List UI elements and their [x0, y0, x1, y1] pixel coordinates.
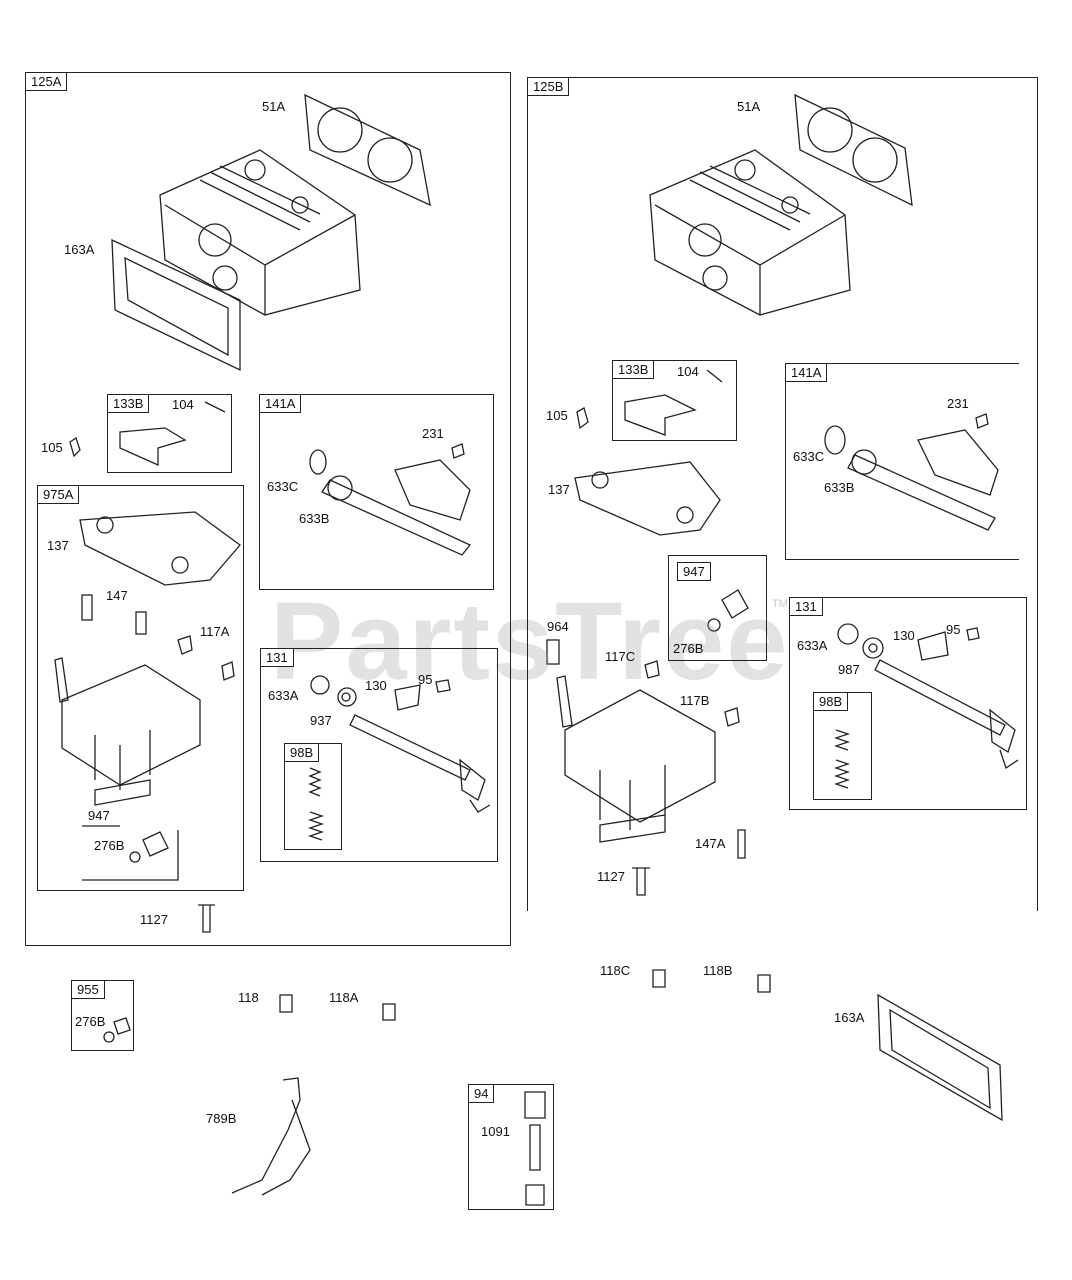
part-label-633c-right[interactable]: 633C	[793, 449, 825, 464]
box-131-right-title: 131	[790, 598, 823, 616]
part-label-231-right[interactable]: 231	[947, 396, 969, 411]
part-label-633b-left[interactable]: 633B	[299, 511, 330, 526]
part-label-633c-left[interactable]: 633C	[267, 479, 299, 494]
box-98b-right-title: 98B	[814, 693, 849, 711]
part-label-633b-right[interactable]: 633B	[824, 480, 855, 495]
box-131-right: 131	[789, 597, 1027, 810]
part-label-633a-left[interactable]: 633A	[268, 688, 299, 703]
part-label-789b[interactable]: 789B	[206, 1111, 237, 1126]
panel-125b-title: 125B	[528, 78, 570, 96]
part-label-105-right[interactable]: 105	[546, 408, 568, 423]
part-label-137-right[interactable]: 137	[548, 482, 570, 497]
box-94: 94	[468, 1084, 554, 1210]
box-133b-left-title: 133B	[108, 395, 150, 413]
part-label-118b[interactable]: 118B	[703, 963, 733, 978]
part-label-118[interactable]: 118	[238, 990, 259, 1005]
part-label-130-left[interactable]: 130	[365, 678, 387, 693]
box-133b-right-title: 133B	[613, 361, 655, 379]
box-955: 955	[71, 980, 134, 1051]
part-label-51a-left[interactable]: 51A	[262, 99, 286, 114]
carburetor-body-left-shape	[159, 149, 361, 316]
part-label-276b-left[interactable]: 276B	[94, 838, 125, 853]
box-955-title: 955	[72, 981, 105, 999]
part-label-118a[interactable]: 118A	[329, 990, 359, 1005]
part-label-117a-left[interactable]: 117A	[200, 624, 230, 639]
box-975a-title: 975A	[38, 486, 80, 504]
box-975a: 975A	[37, 485, 244, 891]
panel-125b: 125B	[527, 77, 1038, 911]
part-label-137-left[interactable]: 137	[47, 538, 69, 553]
panel-125a-title: 125A	[26, 73, 68, 91]
box-141a-left: 141A	[259, 394, 494, 590]
box-947-left-title: 947	[88, 808, 110, 823]
part-label-118c[interactable]: 118C	[600, 963, 631, 978]
part-label-147-left[interactable]: 147	[106, 588, 128, 603]
part-label-104-left[interactable]: 104	[172, 397, 194, 412]
part-label-1091[interactable]: 1091	[481, 1124, 510, 1139]
gasket-163a-left-shape	[111, 238, 241, 372]
part-label-937-left[interactable]: 937	[310, 713, 332, 728]
part-label-231-left[interactable]: 231	[422, 426, 444, 441]
part-label-1127-right[interactable]: 1127	[597, 869, 625, 884]
box-947-right: 947	[668, 555, 767, 661]
box-98b-left-title: 98B	[285, 744, 320, 762]
part-label-633a-right[interactable]: 633A	[797, 638, 828, 653]
part-label-147a[interactable]: 147A	[695, 836, 726, 851]
box-141a-right-title: 141A	[786, 364, 828, 382]
watermark-trademark: TM	[772, 598, 788, 610]
part-label-95-left[interactable]: 95	[418, 672, 433, 687]
box-947-right-title: 947	[677, 562, 711, 581]
box-133b-right: 133B	[612, 360, 737, 441]
box-141a-left-title: 141A	[260, 395, 302, 413]
box-141a-right: 141A	[785, 363, 1019, 560]
part-label-105-left[interactable]: 105	[41, 440, 63, 455]
gasket-51a-left-shape	[304, 93, 431, 207]
part-label-163a-left[interactable]: 163A	[64, 242, 95, 257]
part-label-117b[interactable]: 117B	[680, 693, 710, 708]
watermark: PartsTree	[270, 580, 790, 703]
part-label-276b-right[interactable]: 276B	[673, 641, 704, 656]
part-label-130-right[interactable]: 130	[893, 628, 915, 643]
panel-125a: 125A	[25, 72, 511, 946]
part-label-163a-bottom[interactable]: 163A	[834, 1010, 865, 1025]
box-98b-right: 98B	[813, 692, 872, 800]
part-label-987-right[interactable]: 987	[838, 662, 860, 677]
part-label-964[interactable]: 964	[547, 619, 569, 634]
box-131-left: 131	[260, 648, 498, 862]
box-94-title: 94	[469, 1085, 495, 1103]
part-label-117c[interactable]: 117C	[605, 649, 636, 664]
part-label-276b-bottom[interactable]: 276B	[75, 1014, 106, 1029]
part-label-1127-left[interactable]: 1127	[140, 912, 168, 927]
box-131-left-title: 131	[261, 649, 294, 667]
box-133b-left: 133B	[107, 394, 232, 473]
part-label-51a-right[interactable]: 51A	[737, 99, 761, 114]
part-label-95-right[interactable]: 95	[946, 622, 961, 637]
box-98b-left: 98B	[284, 743, 342, 850]
part-label-104-right[interactable]: 104	[677, 364, 699, 379]
